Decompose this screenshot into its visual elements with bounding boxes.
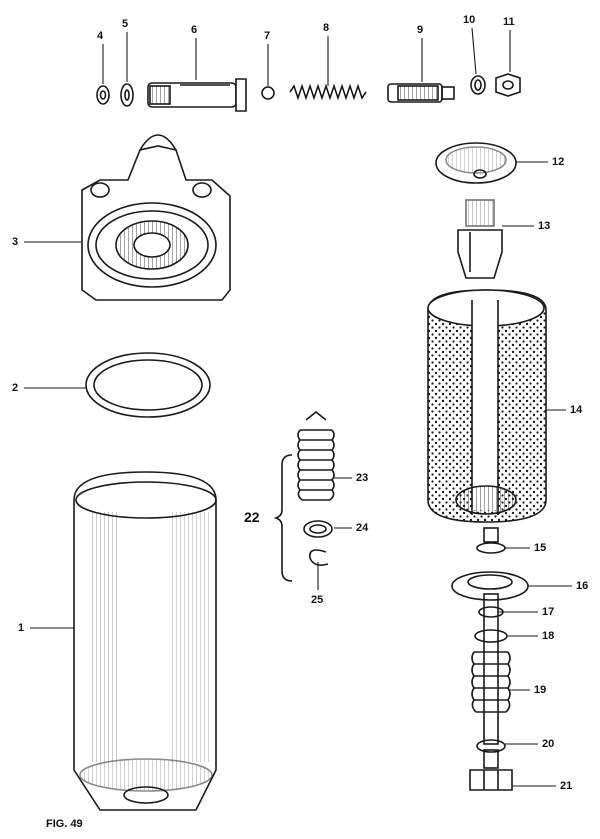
part-3-filter-head (81, 134, 231, 301)
callout-16: 16 (576, 580, 589, 592)
part-15-clip (476, 527, 506, 554)
callout-7: 7 (264, 30, 271, 42)
callout-22: 22 (244, 509, 260, 525)
callout-21: 21 (560, 780, 573, 792)
part-19-spring (471, 651, 511, 713)
callout-11: 11 (503, 16, 515, 28)
part-17-spindle (478, 593, 504, 745)
callout-25: 25 (311, 594, 324, 606)
part-23-spring (297, 410, 335, 501)
group-22-bracket (273, 454, 293, 582)
callout-14: 14 (570, 404, 583, 416)
part-7-ball (261, 86, 275, 100)
part-25-circlip (309, 549, 329, 566)
part-12-cap (435, 142, 517, 184)
callout-5: 5 (122, 18, 129, 30)
part-21-bolt-head (469, 749, 513, 791)
callout-1: 1 (18, 622, 25, 634)
callout-8: 8 (323, 22, 330, 34)
figure-caption: FIG. 49 (46, 818, 83, 830)
part-1-filter-bowl (73, 471, 217, 811)
part-8-spring (289, 83, 367, 101)
callout-18: 18 (542, 630, 555, 642)
part-13-centre-tube (457, 199, 503, 279)
callout-19: 19 (534, 684, 547, 696)
callout-3: 3 (12, 236, 19, 248)
callout-15: 15 (534, 542, 547, 554)
part-5-washer (120, 83, 134, 107)
part-2-sealing-ring (85, 352, 211, 418)
part-20-washer (476, 739, 506, 753)
callout-6: 6 (191, 24, 198, 36)
callout-13: 13 (538, 220, 551, 232)
callout-23: 23 (356, 472, 369, 484)
callout-17: 17 (542, 606, 555, 618)
part-11-nut (495, 73, 521, 97)
callout-4: 4 (97, 30, 104, 42)
part-24-washer (303, 520, 333, 538)
part-18-washer (474, 629, 508, 643)
callout-2: 2 (12, 382, 19, 394)
callout-24: 24 (356, 522, 369, 534)
callout-10: 10 (463, 14, 476, 26)
part-10-washer (470, 75, 486, 95)
part-4-washer (96, 85, 110, 105)
part-9-adjuster (387, 83, 455, 103)
part-14-filter-element (427, 289, 547, 523)
part-16-plate (451, 571, 529, 601)
part-6-bolt (147, 78, 247, 112)
callout-12: 12 (552, 156, 565, 168)
callout-20: 20 (542, 738, 555, 750)
leader-lines (24, 27, 572, 787)
callout-9: 9 (417, 24, 424, 36)
